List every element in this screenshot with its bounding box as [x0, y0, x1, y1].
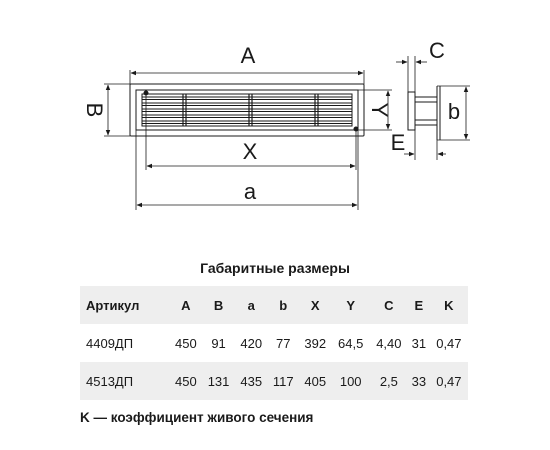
table-header-row: Артикул A B a b X Y C E K	[80, 286, 468, 324]
cell-K: 0,47	[429, 362, 468, 400]
label-B: B	[82, 103, 107, 118]
label-b: b	[448, 99, 460, 124]
table-row: 4513ДП 450 131 435 117 405 100 2,5 33 0,…	[80, 362, 468, 400]
cell-B: 131	[202, 362, 235, 400]
inner-frame	[135, 89, 359, 131]
cell-Y: 64,5	[338, 335, 364, 351]
side-body	[414, 96, 438, 126]
louver-area	[141, 93, 353, 127]
cell-article: 4513ДП	[80, 362, 170, 400]
dimensions-table: Артикул A B a b X Y C E K 4409ДП 450 91 …	[80, 286, 468, 400]
label-C: C	[429, 38, 445, 63]
cell-X: 392	[304, 335, 327, 351]
header-A: A	[169, 286, 203, 324]
cell-article: 4409ДП	[86, 335, 134, 351]
cell-b: 77	[276, 335, 291, 351]
cell-A: 450	[174, 335, 197, 351]
cell-b: 117	[267, 362, 299, 400]
cell-E: 33	[407, 362, 430, 400]
table-row: 4409ДП 450 91 420 77 392 64,5 4,40 31 0,…	[80, 324, 468, 362]
table-title: Габаритные размеры	[200, 260, 350, 276]
front-view	[129, 83, 365, 137]
cell-X: 405	[298, 362, 332, 400]
cell-a: 420	[240, 335, 263, 351]
label-a: a	[244, 179, 257, 204]
cell-C: 2,5	[369, 362, 408, 400]
mount-hole-right	[353, 126, 359, 132]
mount-hole-left	[143, 90, 149, 96]
cell-K: 0,47	[436, 335, 462, 351]
cell-E: 31	[411, 335, 427, 351]
ribs	[182, 94, 319, 126]
cell-a: 435	[234, 362, 268, 400]
cell-B: 91	[211, 335, 226, 351]
footnote: K — коэффициент живого сечения	[80, 410, 314, 425]
cell-Y: 100	[331, 362, 370, 400]
header-b: b	[267, 286, 299, 324]
label-A: A	[241, 43, 256, 68]
header-C: C	[369, 286, 408, 324]
header-B: B	[202, 286, 235, 324]
outer-frame	[129, 83, 365, 137]
header-a: a	[234, 286, 268, 324]
side-view	[396, 56, 470, 160]
header-Y: Y	[331, 286, 370, 324]
header-E: E	[407, 286, 430, 324]
header-K: K	[429, 286, 468, 324]
grille-technical-drawing: A B X a Y C b E	[82, 38, 470, 210]
label-X: X	[243, 139, 258, 164]
header-X: X	[298, 286, 332, 324]
dimensions	[104, 70, 392, 210]
label-E: E	[391, 130, 406, 155]
header-article: Артикул	[80, 286, 170, 324]
cell-C: 4,40	[376, 335, 402, 351]
label-Y: Y	[367, 103, 392, 118]
side-flange	[407, 91, 416, 131]
cell-A: 450	[169, 362, 203, 400]
louvers	[142, 96, 352, 124]
